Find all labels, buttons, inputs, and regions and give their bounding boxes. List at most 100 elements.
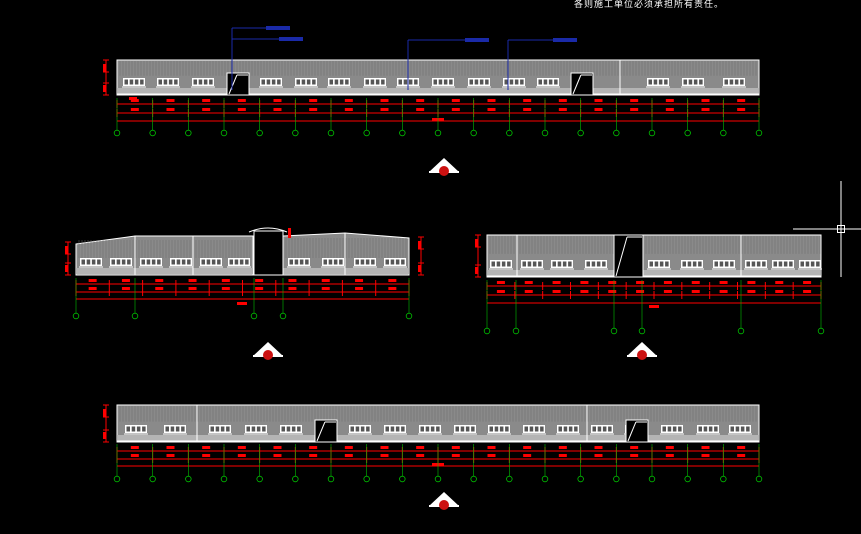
- dimension-text: [665, 446, 674, 449]
- dimension-text: [691, 290, 700, 293]
- window-icon: [431, 78, 455, 88]
- window-icon: [681, 78, 705, 88]
- elevation-1: [103, 26, 763, 137]
- dimension-text: [321, 279, 330, 282]
- dimension-text: [630, 454, 639, 457]
- dimension-text: [737, 99, 746, 102]
- elevation-marker-icon: [429, 492, 459, 510]
- grid-bubble: [684, 129, 691, 137]
- dimension-text: [552, 281, 561, 284]
- window-icon: [199, 258, 223, 268]
- grid-bubble: [648, 475, 656, 483]
- window-icon: [244, 425, 268, 435]
- window-icon: [163, 425, 187, 435]
- dimension-text: [202, 446, 211, 449]
- dimension-text: [416, 108, 425, 111]
- leader-label: [279, 37, 303, 41]
- window-icon: [502, 78, 526, 88]
- grid-bubble: [483, 327, 491, 335]
- dimension-text: [523, 108, 532, 111]
- grid-bubble: [131, 312, 139, 320]
- dimension-text: [255, 287, 264, 290]
- dimension-text: [737, 454, 746, 457]
- grid-bubble: [755, 475, 763, 483]
- dimension-text: [166, 446, 175, 449]
- dimension-text: [416, 99, 425, 102]
- grid-bubble: [755, 129, 763, 137]
- dimension-text: [416, 454, 425, 457]
- window-icon: [287, 258, 311, 268]
- dimension-text: [523, 446, 532, 449]
- dimension-text: [237, 99, 246, 102]
- dimension-text: [523, 99, 532, 102]
- leader-label: [553, 38, 577, 42]
- window-icon: [556, 425, 580, 435]
- door-icon: [570, 72, 594, 96]
- dimension-text: [747, 290, 756, 293]
- grid-bubble: [506, 475, 513, 483]
- dimension-text: [221, 287, 230, 290]
- dimension-text: [496, 281, 505, 284]
- dimension-text: [701, 454, 710, 457]
- dimension-text: [580, 290, 589, 293]
- elevation-marker-icon: [253, 342, 283, 360]
- dimension-text: [665, 99, 674, 102]
- base-band: [117, 88, 759, 94]
- grid-bubble: [610, 327, 618, 335]
- base-band: [487, 270, 821, 276]
- dimension-text: [701, 99, 710, 102]
- dimension-text: [388, 279, 397, 282]
- grid-bubble: [613, 129, 620, 137]
- dimension-text: [65, 265, 68, 272]
- dimension-text: [451, 99, 460, 102]
- window-icon: [124, 425, 148, 435]
- dimension-text: [237, 446, 246, 449]
- door-icon: [226, 72, 250, 96]
- dimension-text: [130, 446, 139, 449]
- dimension-text: [649, 305, 659, 308]
- base-band: [117, 435, 759, 441]
- dimension-text: [475, 239, 478, 247]
- dimension-text: [636, 290, 645, 293]
- dimension-text: [129, 97, 137, 100]
- grid-bubble: [363, 475, 370, 483]
- window-icon: [584, 260, 608, 270]
- window-icon: [122, 78, 146, 88]
- dimension-text: [202, 99, 211, 102]
- crosshair-icon: [793, 181, 861, 277]
- grid-bubble: [399, 129, 406, 137]
- dimension-text: [737, 446, 746, 449]
- window-icon: [536, 78, 560, 88]
- dimension-text: [594, 108, 603, 111]
- dimension-text: [663, 290, 672, 293]
- window-icon: [327, 78, 351, 88]
- dimension-text: [309, 99, 318, 102]
- grid-bubble: [113, 129, 121, 137]
- dimension-text: [166, 108, 175, 111]
- leader-label: [465, 38, 489, 42]
- dimension-text: [344, 446, 353, 449]
- grid-bubble: [185, 129, 192, 137]
- grid-bubble: [613, 475, 620, 483]
- grid-bubble: [720, 475, 727, 483]
- dimension-text: [288, 228, 291, 238]
- dimension-text: [451, 454, 460, 457]
- window-icon: [79, 258, 103, 268]
- dimension-text: [451, 108, 460, 111]
- dimension-text: [487, 99, 496, 102]
- dimension-text: [344, 99, 353, 102]
- dimension-text: [380, 108, 389, 111]
- general-note-text: 各则施工单位必须承担所有责任。: [574, 0, 725, 10]
- dimension-text: [719, 290, 728, 293]
- leader-label: [266, 26, 290, 30]
- window-icon: [696, 425, 720, 435]
- dimension-text: [594, 454, 603, 457]
- dimension-text: [418, 241, 421, 249]
- dimension-text: [65, 246, 68, 254]
- dimension-text: [701, 446, 710, 449]
- base-band: [283, 268, 409, 274]
- grid-bubble: [279, 312, 287, 320]
- window-icon: [259, 78, 283, 88]
- dimension-text: [237, 108, 246, 111]
